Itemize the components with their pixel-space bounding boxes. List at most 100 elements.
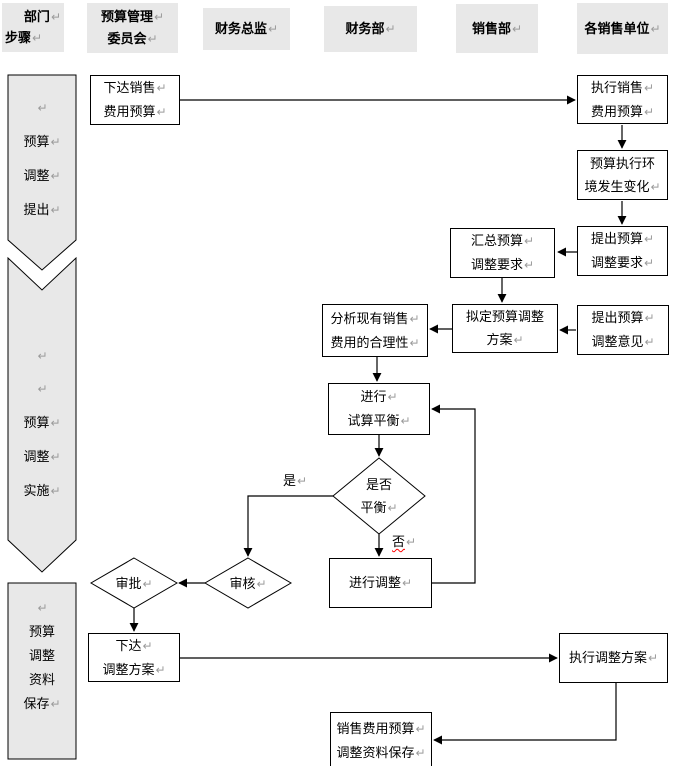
- return-mark: ↵: [643, 104, 655, 119]
- stage-text: 资料: [28, 672, 55, 687]
- box-env-change: 预算执行环 境发生变化↵: [577, 150, 668, 200]
- decision-text: 审批: [115, 576, 142, 591]
- return-mark: ↵: [409, 311, 420, 326]
- box-text: 执行销售: [590, 79, 643, 95]
- stage-shape-propose: [7, 74, 77, 271]
- return-mark: ↵: [650, 21, 661, 36]
- header-sales-dept: 销售部↵: [456, 4, 538, 53]
- header-label: 销售部: [471, 20, 511, 36]
- header-budget-committee: 预算管理↵ 委员会↵: [87, 3, 178, 53]
- return-mark: ↵: [406, 535, 417, 549]
- return-mark: ↵: [385, 22, 396, 36]
- diamond-label-approve: 审批↵: [91, 572, 177, 596]
- box-text: 费用预算: [103, 104, 156, 119]
- decision-text: 平衡: [360, 500, 387, 515]
- box-archive: 销售费用预算↵ 调整资料保存↵: [330, 712, 432, 766]
- return-mark: ↵: [156, 81, 167, 95]
- return-mark: ↵: [50, 450, 61, 464]
- box-summarize-request: 汇总预算↵ 调整要求↵: [450, 228, 555, 278]
- box-text: 调整意见: [591, 334, 644, 349]
- box-text: 分析现有销售: [330, 310, 409, 326]
- box-text: 执行调整方案: [568, 650, 647, 665]
- stage-text: 预算: [23, 134, 50, 149]
- box-trial-balance: 进行↵ 试算平衡↵: [328, 383, 430, 435]
- return-mark: ↵: [50, 697, 61, 711]
- return-mark: ↵: [37, 601, 48, 615]
- diamond-review: [204, 557, 292, 609]
- return-mark: ↵: [643, 232, 655, 246]
- diamond-label-review: 审核↵: [205, 572, 291, 596]
- connector-balance-yes-to-review: [243, 495, 333, 557]
- return-mark: ↵: [297, 474, 308, 488]
- edge-label-no: 否↵: [392, 531, 416, 550]
- box-adjust: 进行调整↵: [329, 558, 432, 608]
- stage-text: 提出: [23, 202, 50, 217]
- return-mark: ↵: [37, 349, 48, 363]
- corner-label-department: 部门: [23, 9, 50, 24]
- header-finance-dept: 财务部↵: [324, 6, 417, 52]
- edge-text-no: 否: [392, 534, 406, 549]
- return-mark: ↵: [50, 203, 61, 217]
- header-sales-units: 各销售单位↵: [577, 3, 668, 54]
- box-analyze: 分析现有销售↵ 费用的合理性↵: [322, 304, 428, 357]
- box-text: 调整资料保存: [336, 745, 415, 760]
- box-text: 调整方案: [102, 661, 155, 677]
- decision-text: 审核: [229, 576, 256, 591]
- connector-executeplan-to-archive: [433, 683, 617, 745]
- box-text: 费用预算: [590, 103, 643, 119]
- box-text: 下达销售: [103, 80, 156, 95]
- box-text: 拟定预算调整: [465, 309, 544, 324]
- box-text: 提出预算: [590, 231, 643, 246]
- box-text: 费用的合理性: [330, 334, 409, 350]
- return-mark: ↵: [513, 333, 524, 347]
- box-text: 提出预算: [591, 310, 644, 325]
- return-mark: ↵: [267, 22, 279, 36]
- return-mark: ↵: [37, 382, 48, 396]
- header-label: 财务部: [345, 21, 385, 36]
- stage-shape-archive: [7, 582, 77, 760]
- box-text: 预算执行环: [589, 155, 655, 171]
- return-mark: ↵: [644, 311, 655, 325]
- box-raise-request: 提出预算↵ 调整要求↵: [577, 226, 668, 276]
- return-mark: ↵: [50, 10, 61, 24]
- return-mark: ↵: [50, 484, 61, 498]
- return-mark: ↵: [415, 746, 426, 760]
- stage-text: 预算: [28, 624, 55, 639]
- return-mark: ↵: [409, 335, 420, 350]
- stage-text: 保存: [23, 696, 50, 711]
- return-mark: ↵: [155, 662, 166, 677]
- return-mark: ↵: [644, 335, 655, 349]
- return-mark: ↵: [142, 577, 153, 591]
- edge-label-yes: 是↵: [283, 470, 307, 489]
- stage-text: 预算: [23, 415, 50, 430]
- box-text: 试算平衡: [347, 413, 400, 428]
- return-mark: ↵: [523, 234, 535, 248]
- return-mark: ↵: [50, 135, 61, 149]
- header-label: 各销售单位: [584, 20, 650, 36]
- diamond-label-balance: 是否 平衡↵: [333, 473, 425, 520]
- header-corner-cell: 部门↵ 步骤↵: [2, 3, 64, 52]
- stage-shape-implement: [7, 256, 77, 573]
- return-mark: ↵: [511, 21, 523, 36]
- return-mark: ↵: [32, 31, 43, 45]
- edge-text-yes: 是: [283, 473, 297, 488]
- box-text: 进行调整: [348, 575, 401, 590]
- stage-label-implement: ↵ ↵ 预算↵ 调整↵ 实施↵: [8, 340, 76, 508]
- box-execute-plan: 执行调整方案↵: [559, 633, 668, 683]
- box-issue-budget: 下达销售↵ 费用预算↵: [90, 75, 180, 125]
- stage-label-archive: ↵ 预算 调整 资料 保存↵: [8, 596, 76, 716]
- header-finance-director: 财务总监↵: [203, 8, 290, 50]
- return-mark: ↵: [650, 179, 661, 194]
- box-draft-plan: 拟定预算调整 方案↵: [452, 304, 558, 353]
- box-text: 汇总预算: [470, 233, 523, 248]
- return-mark: ↵: [37, 101, 48, 115]
- connector-adjust-back-to-trial: [431, 404, 476, 584]
- stage-text: 调整: [28, 648, 55, 663]
- box-text: 境发生变化: [584, 178, 650, 194]
- box-text: 方案: [486, 332, 513, 347]
- header-label: 委员会: [107, 31, 147, 46]
- stage-text: 实施: [23, 483, 50, 498]
- stage-label-propose: ↵ 预算↵ 调整↵ 提出↵: [8, 92, 76, 227]
- return-mark: ↵: [50, 416, 61, 430]
